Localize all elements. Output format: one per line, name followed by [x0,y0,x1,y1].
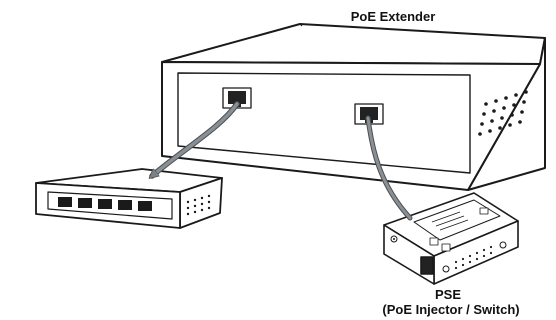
extender-port-in [354,103,384,125]
extender-top-face [161,23,546,65]
pse-vent-holes [454,245,493,270]
extender-label: PoE Extender [350,9,436,24]
cable-pse-to-extender [366,116,412,220]
switch-ports [58,197,152,211]
poe-extender-device [161,23,546,191]
extender-front-face [161,61,541,191]
pse-sublabel: (PoE Injector / Switch) [382,302,520,317]
extender-vent-holes [478,90,528,136]
cables [152,101,413,221]
network-switch-device [35,168,223,229]
cable-extender-to-switch [152,102,239,176]
pse-label: PSE [434,287,461,302]
pse-injector-device [383,192,519,285]
switch-vent-holes [186,194,211,216]
